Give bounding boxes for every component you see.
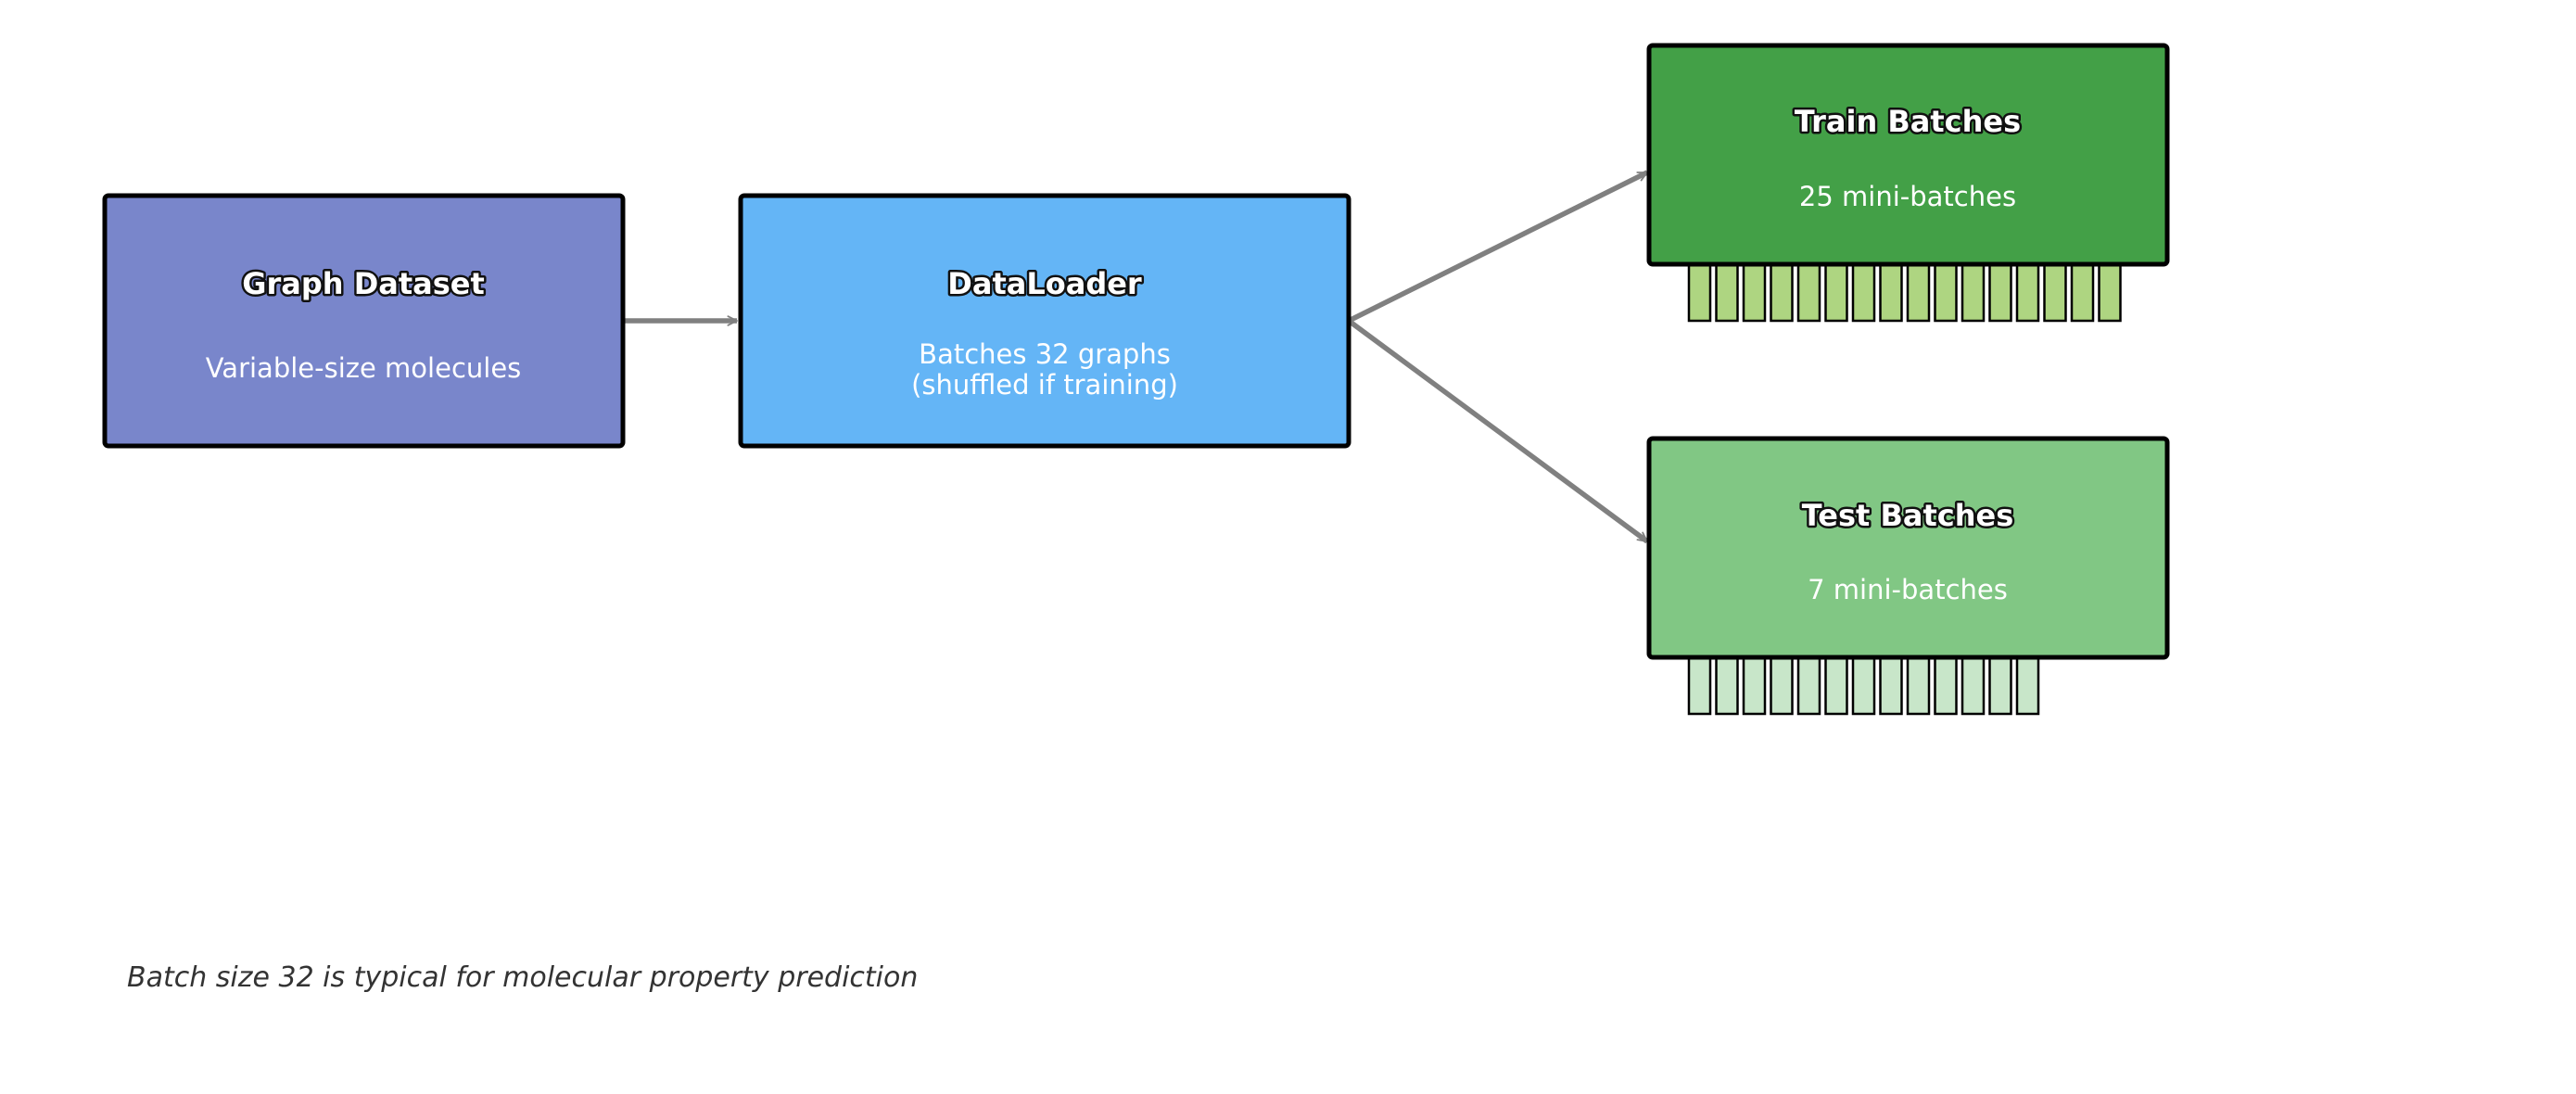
train-batch-bar bbox=[1906, 258, 1931, 323]
train-batch-bar bbox=[2098, 258, 2122, 323]
train-batch-bar bbox=[1742, 258, 1767, 323]
edge-loader-to-test bbox=[1347, 318, 1649, 544]
train-batch-bar bbox=[1796, 258, 1821, 323]
edges bbox=[623, 170, 1649, 544]
test-batch-bar bbox=[1824, 651, 1848, 716]
node-dataloader-box bbox=[738, 193, 1351, 449]
node-dataloader-title: DataLoader bbox=[947, 266, 1142, 301]
node-test-batches: Test Batches 7 mini-batches bbox=[1646, 436, 2170, 716]
node-graph-dataset-subtitle: Variable-size molecules bbox=[206, 352, 522, 384]
test-batch-bar bbox=[1715, 651, 1739, 716]
train-batch-bar bbox=[1879, 258, 1903, 323]
train-batch-bar bbox=[1851, 258, 1876, 323]
train-batch-bars bbox=[1687, 258, 2122, 323]
train-batch-bar bbox=[1961, 258, 1986, 323]
train-batch-bar bbox=[1934, 258, 1958, 323]
node-dataloader-subtitle-line1: Batches 32 graphs bbox=[919, 338, 1171, 370]
node-graph-dataset-title: Graph Dataset bbox=[242, 266, 485, 301]
train-batch-bar bbox=[2043, 258, 2067, 323]
test-batch-bar bbox=[1961, 651, 1986, 716]
test-batch-bar bbox=[1879, 651, 1903, 716]
test-batch-bar bbox=[1687, 651, 1712, 716]
diagram-caption: Batch size 32 is typical for molecular p… bbox=[127, 961, 918, 994]
train-batch-bar bbox=[1715, 258, 1739, 323]
test-batch-bars bbox=[1687, 651, 2040, 716]
node-train-batches-subtitle: 25 mini-batches bbox=[1799, 181, 2016, 212]
train-batch-bar bbox=[1770, 258, 1794, 323]
test-batch-bar bbox=[1796, 651, 1821, 716]
test-batch-bar bbox=[1906, 651, 1931, 716]
node-graph-dataset-box bbox=[102, 193, 626, 449]
node-test-batches-box bbox=[1646, 436, 2170, 660]
test-batch-bar bbox=[1851, 651, 1876, 716]
test-batch-bar bbox=[1934, 651, 1958, 716]
train-batch-bar bbox=[1988, 258, 2012, 323]
train-batch-bar bbox=[2070, 258, 2095, 323]
train-batch-bar bbox=[1824, 258, 1848, 323]
edge-loader-to-train bbox=[1347, 170, 1649, 324]
train-batch-bar bbox=[2015, 258, 2040, 323]
node-graph-dataset: Graph Dataset Variable-size molecules bbox=[102, 193, 626, 449]
test-batch-bar bbox=[2015, 651, 2040, 716]
test-batch-bar bbox=[1742, 651, 1767, 716]
node-train-batches-box bbox=[1646, 43, 2170, 267]
node-train-batches-title: Train Batches bbox=[1795, 104, 2021, 139]
train-batch-bar bbox=[1687, 258, 1712, 323]
test-batch-bar bbox=[1988, 651, 2012, 716]
node-train-batches: Train Batches 25 mini-batches bbox=[1646, 43, 2170, 323]
node-dataloader-subtitle-line2: (shuffled if training) bbox=[911, 369, 1178, 401]
node-test-batches-subtitle: 7 mini-batches bbox=[1808, 574, 2008, 605]
node-test-batches-title: Test Batches bbox=[1802, 498, 2014, 533]
node-dataloader: DataLoader Batches 32 graphs (shuffled i… bbox=[738, 193, 1351, 449]
test-batch-bar bbox=[1770, 651, 1794, 716]
